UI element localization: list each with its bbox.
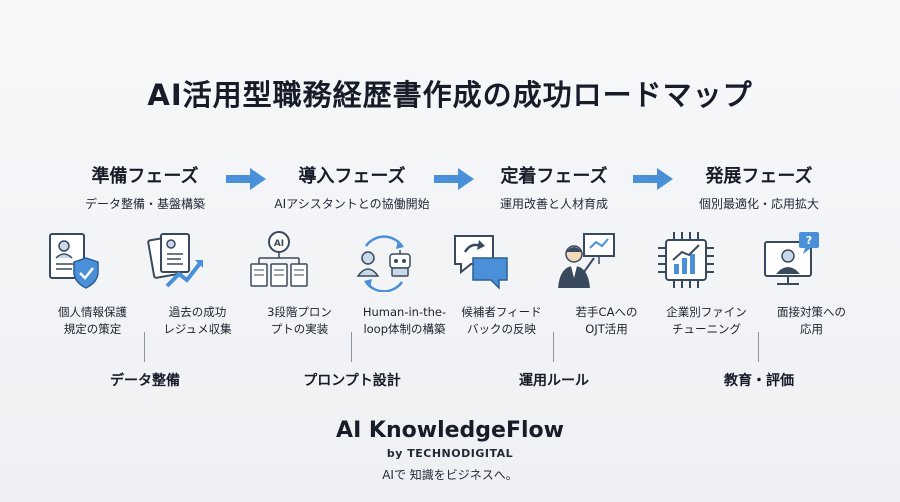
connector-line [351,332,352,362]
item-label: 個人情報保護 規定の策定 [58,305,127,336]
item-label: 企業別ファイン チューニング [666,305,747,336]
connector-line [144,332,145,362]
phase-title: 導入フェーズ [298,166,406,187]
phase-item: 過去の成功 レジュメ収集 [145,228,250,338]
brand-byline: by TECHNODIGITAL [386,447,514,460]
item-label: 候補者フィード バックの反映 [461,305,542,336]
item-label: 過去の成功 レジュメ収集 [163,305,232,336]
ai-prompt-documents-icon: AI [250,231,308,287]
feedback-chat-icon [454,235,508,290]
right-arrow-icon [633,168,673,190]
phase-item: ? 面接対策への 応用 [759,228,864,338]
phase-foundation: プロンプト設計 [303,373,401,389]
item-label: 若手CAへの OJT活用 [575,305,638,336]
phase-subtitle: AIアシスタントとの協働開始 [274,197,430,211]
phase-item: Human-in-the- loop体制の構築 [352,228,457,338]
phase-establishment: 定着フェーズ 運用改善と人材育成 候補者フィード バックの反映 [449,162,659,389]
phase-foundation: 教育・評価 [724,373,794,389]
right-arrow-icon [226,168,266,190]
shield-document-icon [49,233,99,289]
page-title: AI活用型職務経歴書作成の成功ロードマップ [147,78,753,112]
presenter-training-icon [558,233,615,288]
connector-line [553,332,554,362]
connector-line [758,332,759,362]
interview-monitor-icon: ? [764,232,819,285]
phase-item: 企業別ファイン チューニング [654,228,759,338]
brand-tagline: AIで 知識をビジネスへ。 [382,468,518,482]
phase-subtitle: データ整備・基盤構築 [84,197,205,211]
phase-introduction: 導入フェーズ AIアシスタントとの協働開始 AI 3段階プロン プトの実 [247,162,457,389]
documents-growth-icon [147,233,203,288]
phase-title: 準備フェーズ [91,166,199,187]
phase-foundation: 運用ルール [519,373,589,389]
phase-item: 若手CAへの OJT活用 [554,228,659,338]
phase-title: 発展フェーズ [705,166,813,187]
brand-name: AI KnowledgeFlow [336,418,564,443]
right-arrow-icon [434,168,474,190]
phase-subtitle: 個別最適化・応用拡大 [698,197,819,211]
phase-item: 個人情報保護 規定の策定 [40,228,145,338]
item-label: 3段階プロン プトの実装 [267,305,332,336]
phase-title: 定着フェーズ [500,166,608,187]
svg-text:?: ? [806,234,812,247]
phase-subtitle: 運用改善と人材育成 [499,197,608,211]
chip-chart-icon [658,232,714,288]
human-robot-cycle-icon [356,235,411,293]
phase-preparation: 準備フェーズ データ整備・基盤構築 個人情報保護 規定の策定 [40,162,250,389]
phase-foundation: データ整備 [110,373,180,389]
item-label: 面接対策への 応用 [777,305,846,336]
phase-item: AI 3段階プロン プトの実装 [247,228,352,338]
item-label: Human-in-the- loop体制の構築 [362,305,447,336]
phase-development: 発展フェーズ 個別最適化・応用拡大 企業別ファイン チューニング [654,162,864,389]
phase-item: 候補者フィード バックの反映 [449,228,554,338]
svg-text:AI: AI [274,239,284,249]
